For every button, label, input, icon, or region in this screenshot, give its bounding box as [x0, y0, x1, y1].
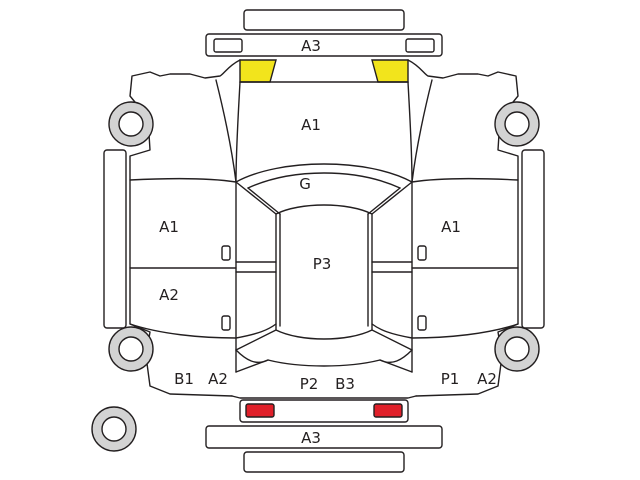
trunk-top-edge [235, 359, 413, 373]
label-right-rear-p1: P1 [441, 370, 460, 388]
right-rear-door-bottom [411, 323, 519, 339]
label-hood: A1 [301, 116, 321, 134]
front-fog-light-right [405, 38, 435, 53]
left-rear-handle [221, 315, 231, 331]
headlight-right [371, 59, 409, 83]
label-left-front-door: A1 [159, 218, 179, 236]
taillight-left [245, 403, 275, 418]
front-bumper-strip[interactable] [243, 9, 405, 31]
label-left-rear-b1: B1 [174, 370, 194, 388]
front-bumper[interactable] [205, 33, 443, 57]
right-rear-handle [417, 315, 427, 331]
left-front-door-top [129, 178, 237, 183]
windshield-left-inner [247, 187, 281, 215]
hood-right-edge [407, 81, 413, 183]
right-front-door-top [411, 178, 519, 183]
a-pillar-left [215, 79, 237, 183]
left-side-skirt[interactable] [103, 149, 127, 329]
wheel-icon[interactable] [108, 101, 154, 147]
rear-bumper[interactable] [205, 425, 443, 449]
right-front-handle [417, 245, 427, 261]
rear-window-right-inner [379, 349, 413, 364]
trunk-bottom-edge [231, 395, 417, 399]
roof-outline [275, 213, 373, 340]
label-trunk-p2: P2 [300, 375, 319, 393]
hood-left-edge [235, 81, 241, 183]
left-rear-door-bottom [129, 323, 237, 339]
right-c-pillar [371, 323, 413, 339]
label-trunk-b3: B3 [335, 375, 355, 393]
label-right-front-door: A1 [441, 218, 461, 236]
headlight-left [239, 59, 277, 83]
left-b-pillar [235, 261, 277, 273]
rear-window-left-inner [235, 349, 269, 364]
a-pillar-right [411, 79, 433, 183]
wheel-icon[interactable] [494, 326, 540, 372]
front-fog-light-left [213, 38, 243, 53]
taillight-right [373, 403, 403, 418]
windshield-right-inner [367, 187, 401, 215]
rear-window-right-outer [371, 329, 413, 351]
left-front-handle [221, 245, 231, 261]
label-roof-glass: G [299, 175, 311, 193]
windshield-top [235, 163, 413, 183]
label-right-rear-a2: A2 [477, 370, 497, 388]
rear-bumper-strip[interactable] [243, 451, 405, 473]
wheel-icon[interactable] [108, 326, 154, 372]
label-left-rear-a2: A2 [208, 370, 228, 388]
right-side-skirt[interactable] [521, 149, 545, 329]
wheel-icon[interactable] [494, 101, 540, 147]
label-left-rear-door: A2 [159, 286, 179, 304]
spare-wheel-icon[interactable] [91, 406, 137, 452]
rear-window-left-outer [235, 329, 277, 351]
label-roof: P3 [313, 255, 332, 273]
rear-light-panel [239, 399, 409, 423]
roof-front-edge [235, 181, 413, 215]
label-front-bumper: A3 [301, 37, 321, 55]
left-c-pillar [235, 323, 277, 339]
windshield-inner [247, 172, 401, 189]
right-b-pillar [371, 261, 413, 273]
label-rear-bumper: A3 [301, 429, 321, 447]
